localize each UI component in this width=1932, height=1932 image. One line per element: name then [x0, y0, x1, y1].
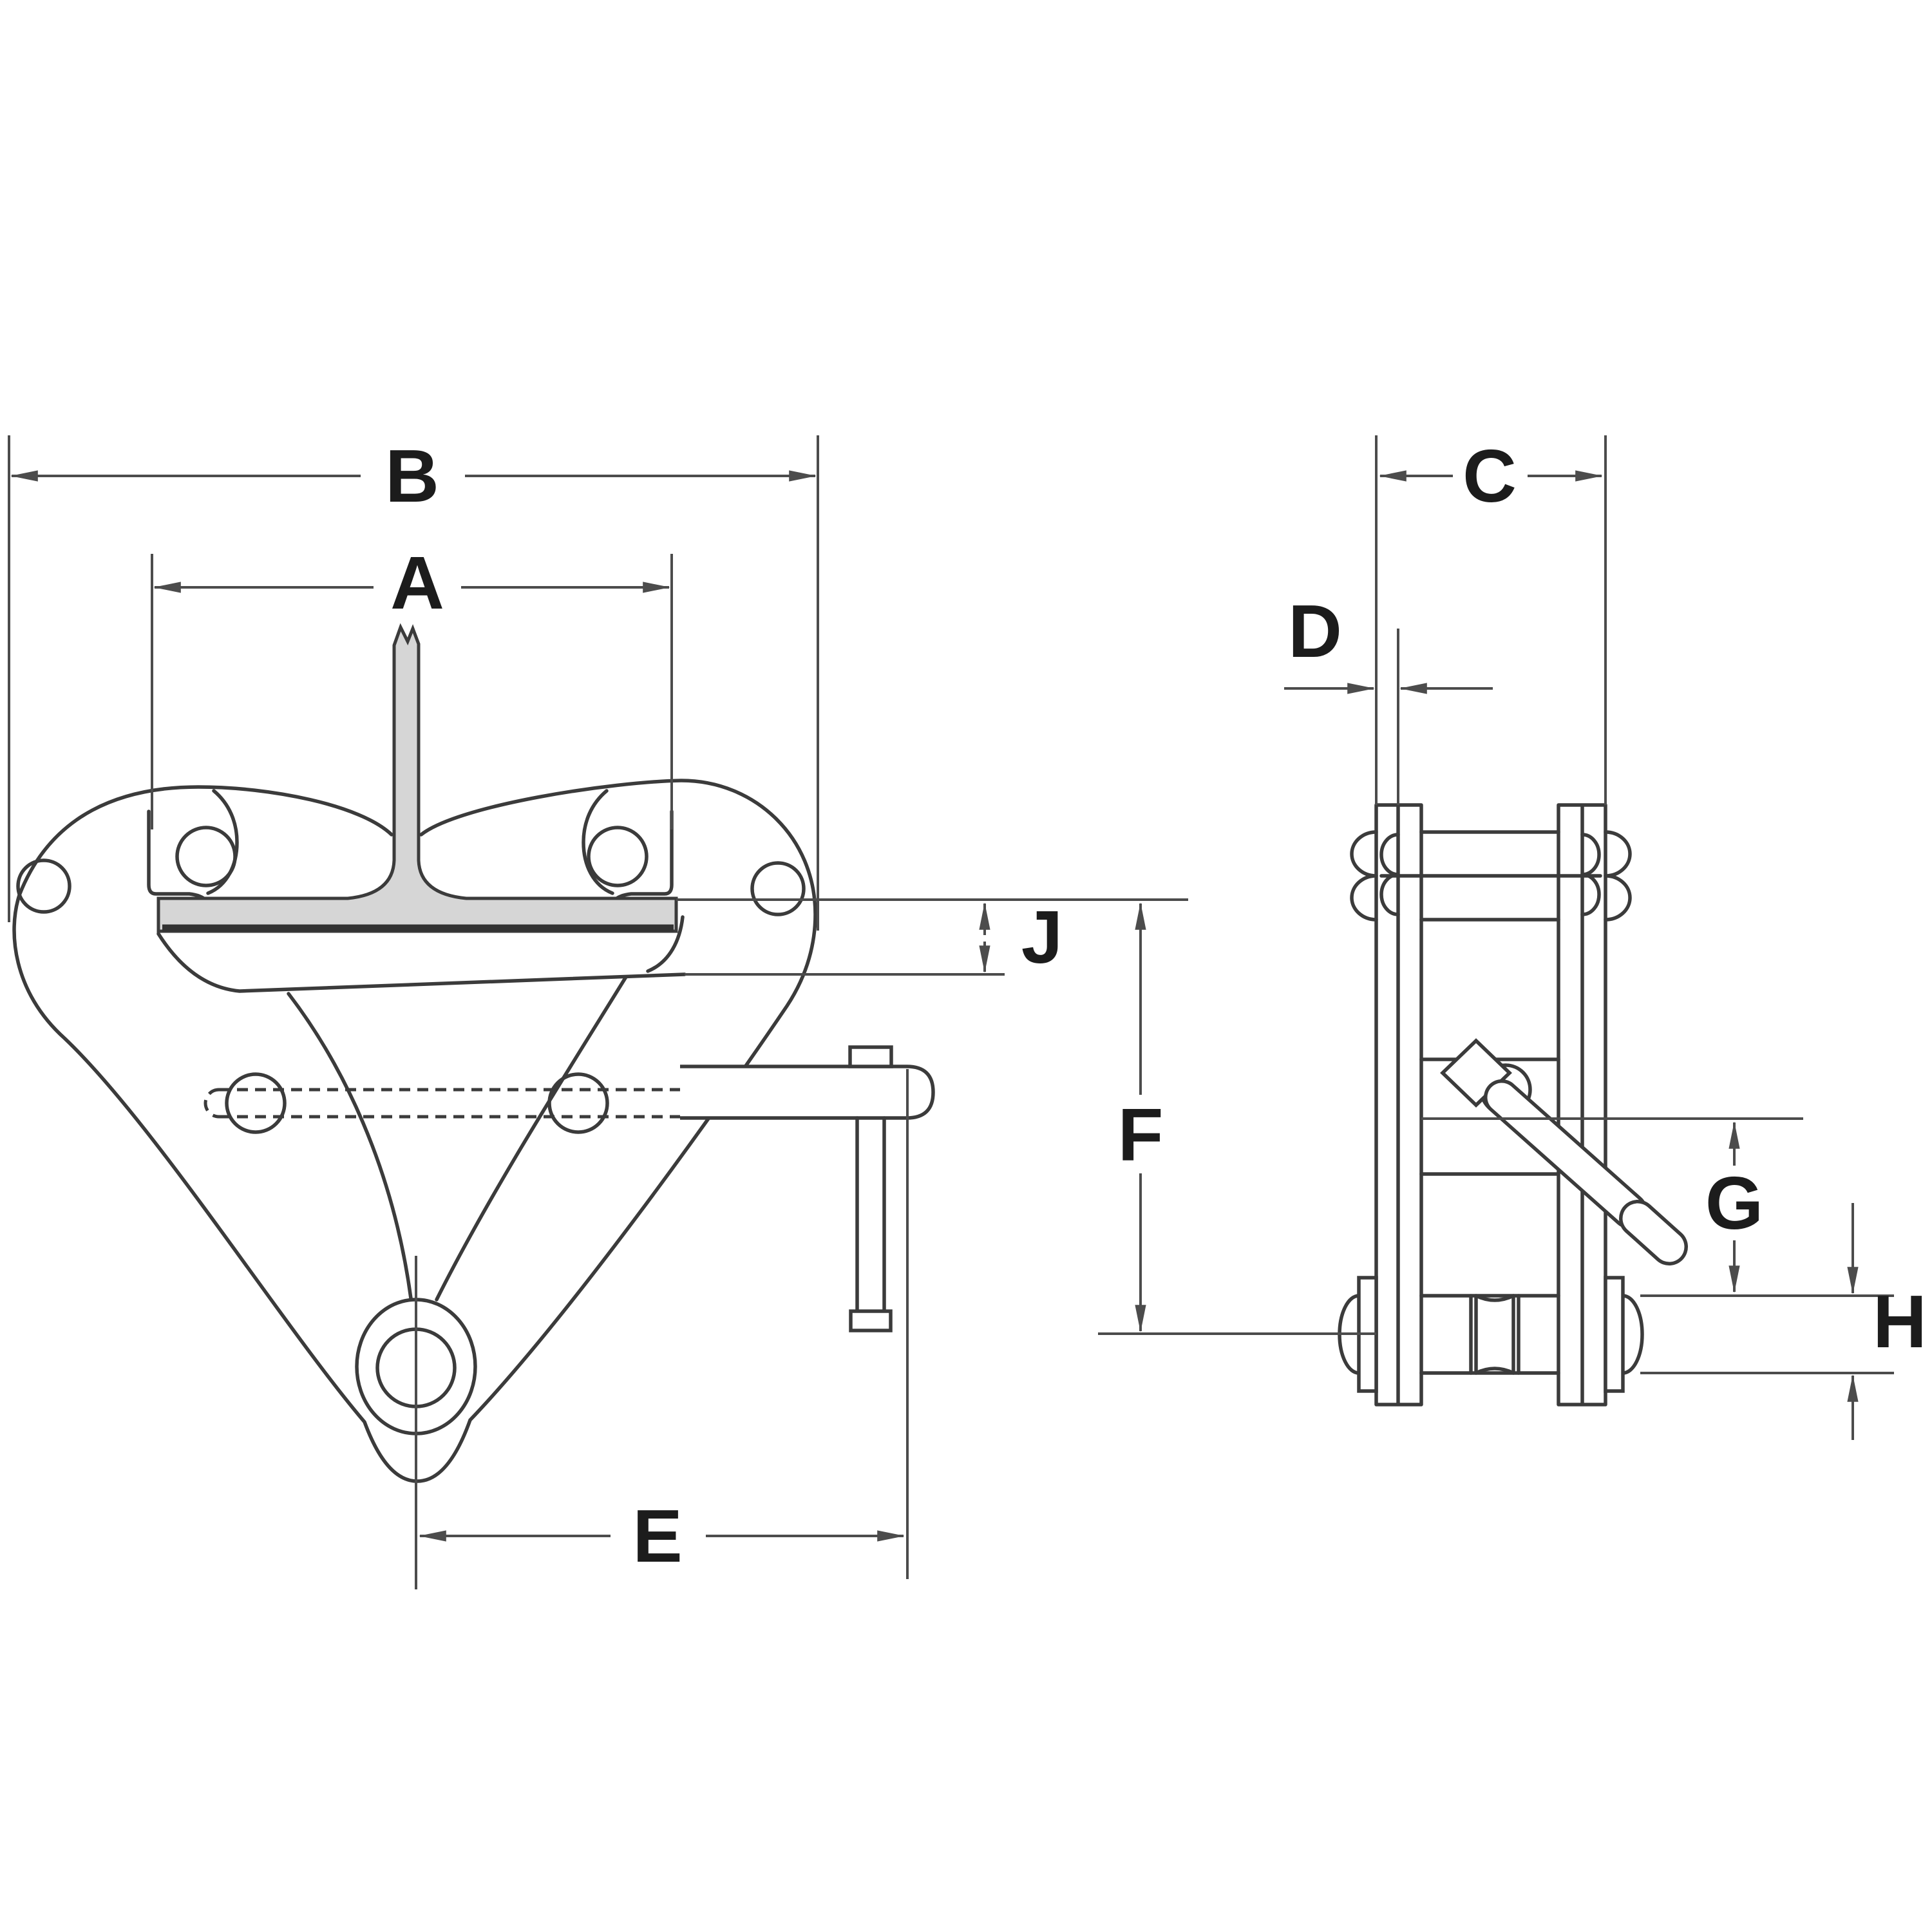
body-hole-outer-right [750, 861, 806, 916]
dimension-label-e: E [632, 1494, 682, 1578]
dimension-label-d: D [1288, 589, 1342, 673]
right-jaw-face [612, 810, 674, 902]
t-screw-top-cap [848, 1045, 893, 1068]
bar-handle-grip [680, 1065, 935, 1120]
dimension-label-j: J [1021, 895, 1063, 979]
cross-spacer-lines [1379, 830, 1602, 1176]
bar-boss-left [225, 1072, 287, 1134]
right-plate-bosses [1580, 830, 1632, 922]
pin-body [1338, 1294, 1644, 1375]
dimension-label-f: F [1118, 1093, 1164, 1177]
dimension-label-c: C [1463, 434, 1517, 518]
left-plate [1374, 803, 1423, 1406]
dimension-label-a: A [390, 541, 444, 625]
body-hole-inner-left [175, 826, 237, 887]
bar-boss-middle [547, 1072, 609, 1134]
right-jaw-inner-arc [582, 789, 614, 895]
right-plate [1557, 803, 1607, 1406]
notch-left-edge [287, 992, 413, 1300]
side-view [1338, 803, 1688, 1406]
dimension-label-b: B [385, 434, 439, 518]
left-jaw-inner-arc [206, 789, 239, 895]
left-plate-bosses [1350, 830, 1400, 922]
t-screw-shank [855, 1116, 886, 1313]
dimension-label-h: H [1873, 1280, 1927, 1363]
right-lip-underside [646, 915, 685, 973]
jaw-mouth-floor [156, 932, 687, 993]
pin-keeper-right [1604, 1276, 1625, 1393]
front-view [12, 623, 935, 1483]
t-screw-head [849, 1309, 893, 1332]
pin-center-spool [1469, 1294, 1520, 1375]
handle-knob-inner [1622, 1203, 1685, 1262]
body-hole-outer-left [16, 858, 71, 914]
dimension-annotations: B A J F E C D G H [8, 434, 1927, 1589]
handle-shaft-inner [1487, 1083, 1644, 1226]
beam-cross-section [156, 623, 678, 933]
dimension-label-g: G [1705, 1161, 1763, 1245]
body-hole-inner-right [587, 826, 649, 887]
notch-right-edge [435, 975, 628, 1302]
